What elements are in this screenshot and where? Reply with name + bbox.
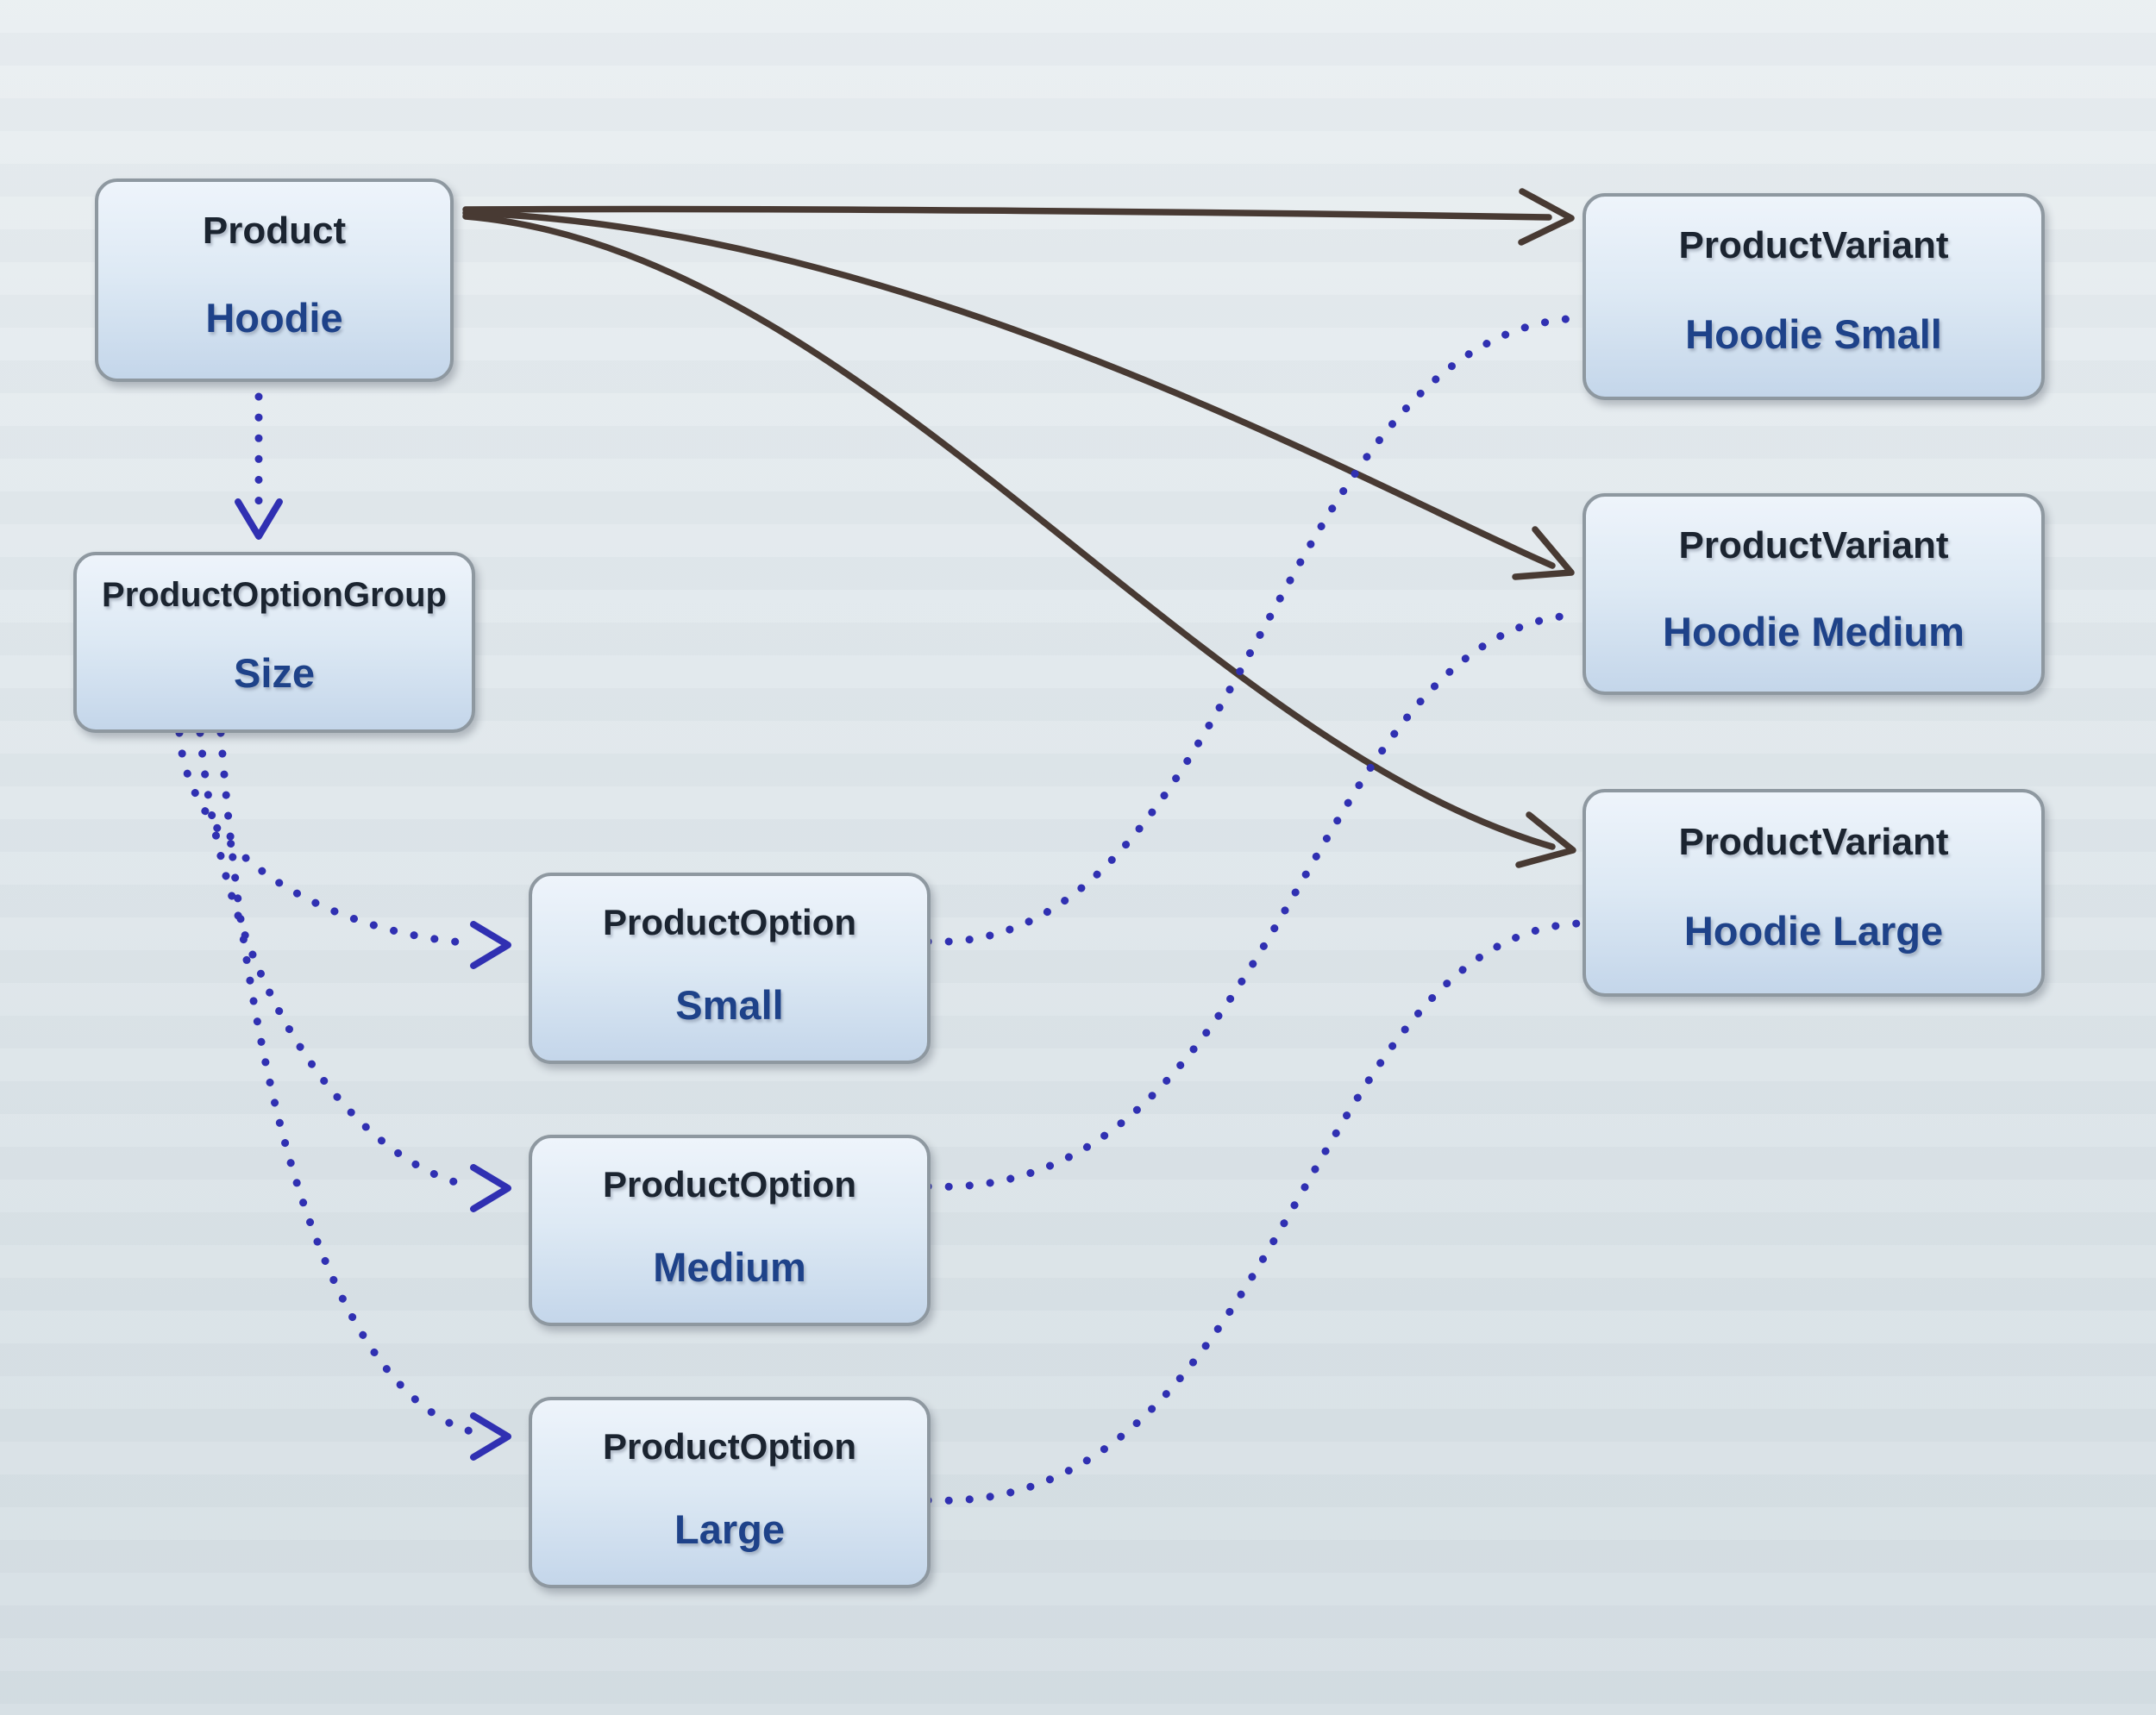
node-value-label: Hoodie Small	[1685, 311, 1942, 358]
node-product-option-group: ProductOptionGroup Size	[73, 552, 475, 733]
arrowhead-icon	[470, 921, 511, 969]
edge-product-to-variant_small	[462, 205, 1552, 221]
node-product-option-medium: ProductOption Medium	[529, 1135, 931, 1326]
node-product: Product Hoodie	[95, 178, 454, 382]
arrowhead-icon	[470, 1412, 511, 1461]
node-value-label: Small	[675, 981, 784, 1028]
node-type-label: ProductOption	[603, 1425, 856, 1467]
node-type-label: Product	[202, 209, 347, 252]
arrowhead-icon	[1518, 188, 1575, 246]
node-type-label: ProductOptionGroup	[102, 576, 447, 615]
edge-product-to-variant_medium	[462, 210, 1556, 569]
edge-option_group-to-option_large	[216, 729, 475, 1436]
node-product-variant-large: ProductVariant Hoodie Large	[1583, 789, 2045, 997]
node-product-option-small: ProductOption Small	[529, 873, 931, 1064]
node-value-label: Medium	[653, 1243, 806, 1290]
edge-option_large-to-variant_large	[924, 919, 1583, 1505]
node-product-option-large: ProductOption Large	[529, 1397, 931, 1588]
edge-product-to-variant_large	[462, 213, 1556, 850]
node-product-variant-medium: ProductVariant Hoodie Medium	[1583, 493, 2045, 695]
node-type-label: ProductVariant	[1678, 523, 1949, 566]
node-type-label: ProductOption	[603, 1163, 856, 1205]
node-value-label: Hoodie Medium	[1663, 608, 1965, 654]
arrowhead-icon	[1515, 811, 1576, 868]
arrowhead-icon	[235, 498, 283, 540]
node-value-label: Size	[233, 650, 316, 697]
arrowhead-icon	[470, 1164, 511, 1212]
node-value-label: Hoodie	[205, 294, 343, 341]
edge-option_medium-to-variant_medium	[924, 610, 1583, 1191]
edge-option_group-to-option_medium	[196, 729, 477, 1191]
arrowhead-icon	[1512, 526, 1575, 580]
edge-option_group-to-option_small	[175, 729, 477, 948]
node-value-label: Hoodie Large	[1683, 907, 1944, 954]
node-type-label: ProductVariant	[1678, 820, 1949, 863]
node-type-label: ProductOption	[603, 901, 856, 942]
edge-option_small-to-variant_small	[924, 314, 1583, 946]
node-value-label: Large	[674, 1505, 785, 1552]
node-product-variant-small: ProductVariant Hoodie Small	[1583, 193, 2045, 400]
node-type-label: ProductVariant	[1678, 224, 1949, 267]
